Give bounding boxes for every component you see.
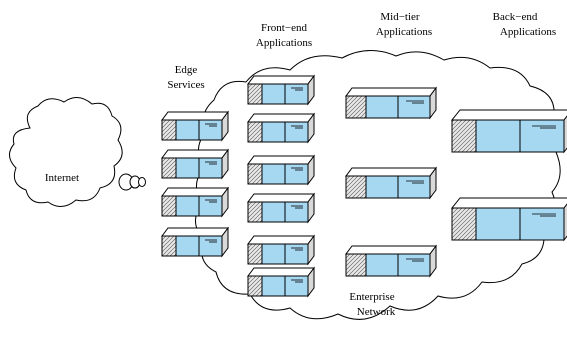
mid-tier-server-2-icon bbox=[345, 167, 437, 199]
enterprise-network-label-line1: Enterprise bbox=[349, 291, 394, 303]
front-end-server-2-icon bbox=[247, 113, 315, 143]
edge-server-4-icon bbox=[161, 227, 229, 257]
front-end-server-3-icon bbox=[247, 155, 315, 185]
enterprise-network-label-line2: Network bbox=[357, 306, 396, 318]
back-end-server-2-icon bbox=[451, 197, 567, 241]
back-end-label-line2: Applications bbox=[500, 26, 556, 38]
mid-tier-label-line1: Mid−tier bbox=[380, 11, 420, 23]
back-end-server-1-icon bbox=[451, 109, 567, 153]
thought-bubble-3 bbox=[138, 177, 146, 187]
front-end-server-4-icon bbox=[247, 193, 315, 223]
edge-server-3-icon bbox=[161, 187, 229, 217]
mid-tier-label-line2: Applications bbox=[376, 26, 432, 38]
internet-label: Internet bbox=[45, 172, 79, 184]
back-end-label-line1: Back−end bbox=[493, 11, 538, 23]
front-end-label-line1: Front−end bbox=[261, 22, 307, 34]
edge-server-1-icon bbox=[161, 111, 229, 141]
front-end-server-5-icon bbox=[247, 235, 315, 265]
front-end-label-line2: Applications bbox=[256, 37, 312, 49]
edge-services-label-line1: Edge bbox=[175, 64, 198, 76]
mid-tier-server-3-icon bbox=[345, 245, 437, 277]
edge-server-2-icon bbox=[161, 149, 229, 179]
front-end-server-1-icon bbox=[247, 75, 315, 105]
front-end-server-6-icon bbox=[247, 267, 315, 297]
internet-cloud-icon bbox=[9, 97, 123, 207]
edge-services-label-line2: Services bbox=[167, 79, 204, 91]
mid-tier-server-1-icon bbox=[345, 87, 437, 119]
